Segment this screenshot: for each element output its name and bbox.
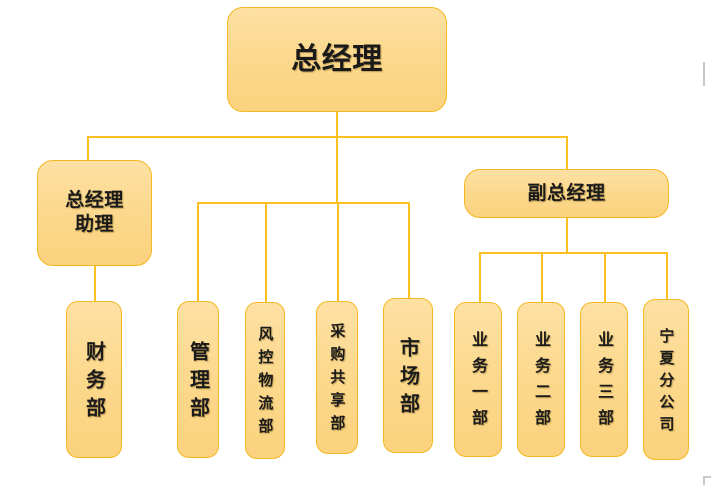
node-finance-dept-label: 财务部 [82,340,107,425]
node-ningxia-branch[interactable]: 宁夏分公司 [643,299,689,460]
connector-gm-center-trunk [336,136,338,203]
node-risk-logistics-dept-label: 风控物流部 [256,326,275,441]
connector-right-to-business3 [604,252,606,302]
node-management-dept-label: 管理部 [186,340,211,425]
connector-to-deputy-gm [566,136,568,169]
node-business-dept-2-label: 业务二部 [532,330,551,435]
node-marketing-dept-label: 市场部 [396,336,421,421]
node-deputy-gm-label: 副总经理 [527,181,606,204]
connector-middle-to-marketing [408,202,410,298]
node-marketing-dept[interactable]: 市场部 [383,298,433,453]
connector-gm-assistant-to-finance [94,265,96,301]
node-ningxia-branch-label: 宁夏分公司 [657,327,676,438]
node-gm-assistant-label: 总经理 助理 [65,189,124,235]
page-edge-artifact-corner-h [703,476,711,478]
connector-deputy-gm-trunk [566,218,568,253]
connector-to-gm-assistant [87,136,89,160]
node-risk-logistics-dept[interactable]: 风控物流部 [245,302,285,459]
connector-right-bus [479,252,667,254]
node-procurement-shared-dept[interactable]: 采购共享部 [316,301,358,454]
node-procurement-shared-dept-label: 采购共享部 [328,323,347,438]
connector-gm-trunk [336,112,338,137]
connector-middle-to-management [197,202,199,301]
node-deputy-gm[interactable]: 副总经理 [464,169,669,218]
node-business-dept-3-label: 业务三部 [595,330,614,435]
node-business-dept-3[interactable]: 业务三部 [580,302,628,457]
page-edge-artifact-top [703,62,705,86]
node-general-manager[interactable]: 总经理 [227,7,447,112]
connector-right-to-business1 [479,252,481,302]
node-finance-dept[interactable]: 财务部 [66,301,122,458]
node-business-dept-1[interactable]: 业务一部 [454,302,502,457]
node-business-dept-2[interactable]: 业务二部 [517,302,565,457]
node-gm-assistant[interactable]: 总经理 助理 [37,160,152,266]
connector-middle-to-risk-logistics [265,202,267,302]
node-management-dept[interactable]: 管理部 [177,301,219,458]
connector-right-to-business2 [541,252,543,302]
connector-middle-bus [197,202,410,204]
connector-right-to-ningxia [666,252,668,299]
connector-middle-to-procurement [337,202,339,301]
page-edge-artifact-corner-v [703,476,705,485]
connector-level2-bus [87,136,568,138]
node-general-manager-label: 总经理 [291,41,383,77]
node-business-dept-1-label: 业务一部 [469,330,488,435]
